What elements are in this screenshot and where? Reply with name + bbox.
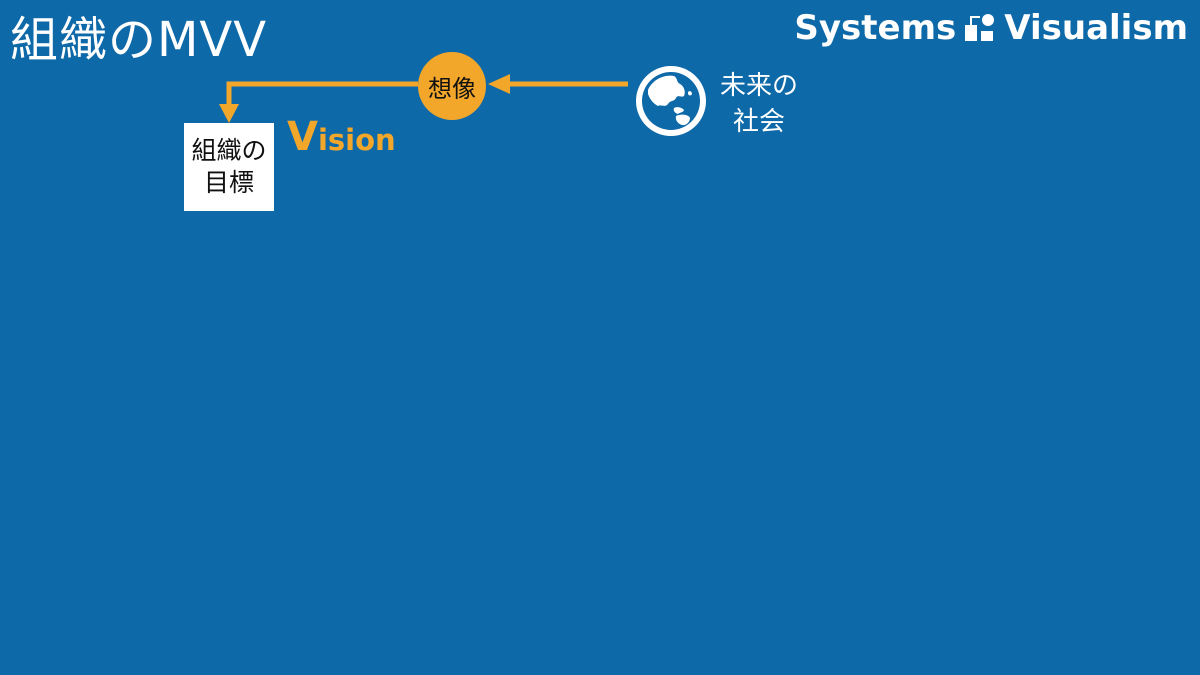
arrowhead-imagine [488, 74, 510, 94]
page-title: 組織のMVV [10, 12, 268, 68]
arrow-imagine-to-goal [226, 81, 418, 108]
systems-visualism-logo-icon [965, 14, 995, 41]
organization-goal-box: 組織の 目標 [184, 123, 274, 211]
vision-label: Vision [287, 114, 396, 160]
vision-label-cap: V [287, 114, 318, 160]
vision-label-rest: ision [317, 123, 396, 157]
imagine-circle: 想像 [418, 52, 486, 120]
future-society-label: 未来の 社会 [720, 68, 798, 140]
brand-name-left: Systems [794, 8, 957, 48]
imagine-label: 想像 [428, 74, 476, 103]
society-line-2: 社会 [733, 107, 786, 137]
goal-line-1: 組織の [191, 136, 267, 165]
society-line-1: 未来の [720, 71, 799, 101]
goal-line-2: 目標 [203, 168, 254, 197]
brand-logo: Systems Visualism [794, 8, 1188, 48]
brand-name-right: Visualism [1004, 8, 1188, 48]
globe-icon [636, 66, 706, 136]
arrowhead-goal [219, 104, 239, 123]
